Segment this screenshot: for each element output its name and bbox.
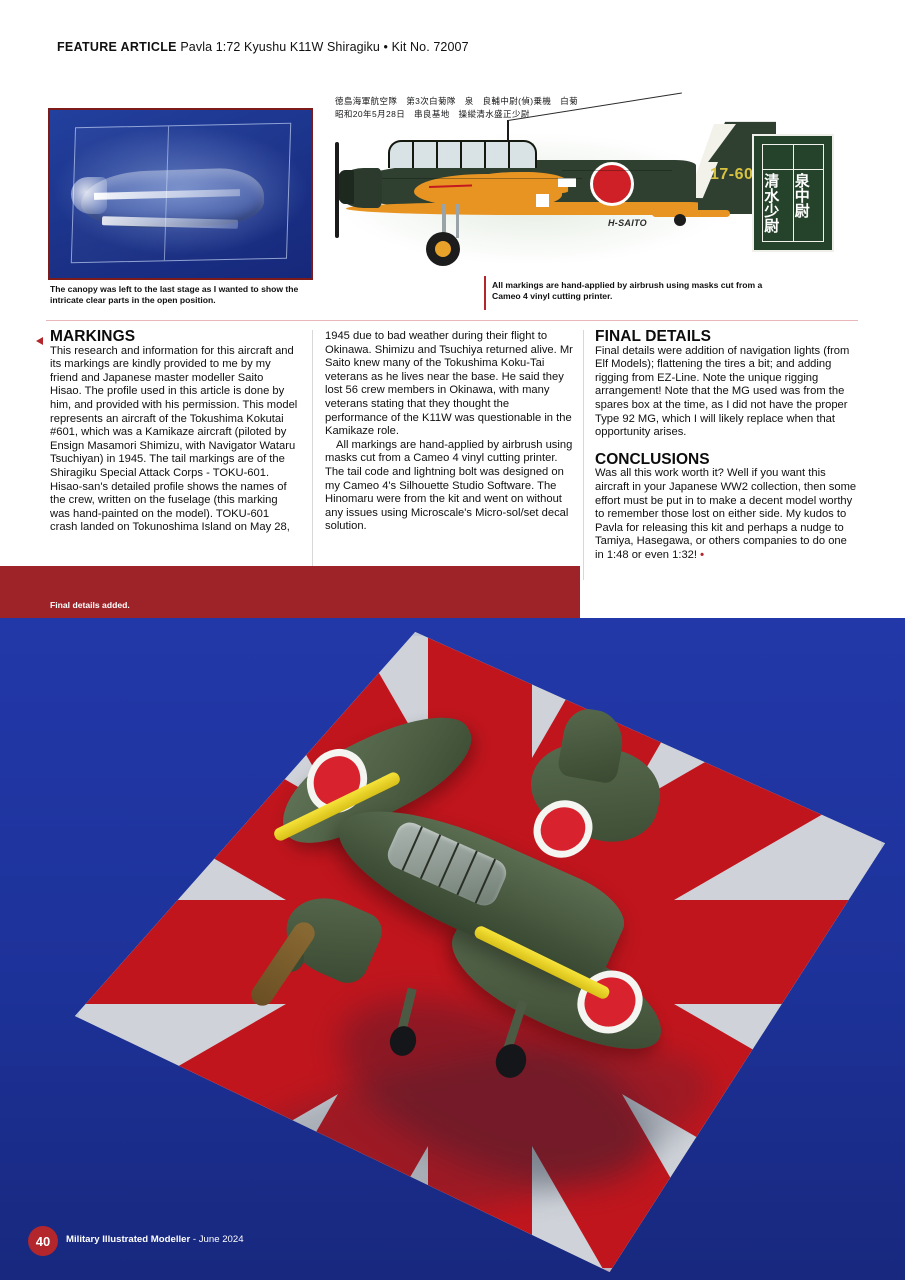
tail-panel-name-left: 清水少尉 [762,173,781,233]
profile-tail-wheel [674,214,686,226]
column2-paragraph-1: 1945 due to bad weather during their fli… [325,330,573,438]
final-details-paragraph: Final details were addition of navigatio… [595,344,850,439]
page-header: FEATURE ARTICLE Pavla 1:72 Kyushu K11W S… [57,40,469,54]
caption-banner: Final details added. [50,600,130,610]
section-heading-conclusions: CONCLUSIONS [595,450,710,468]
page-number-badge: 40 [28,1226,58,1256]
feature-article-subtitle: Pavla 1:72 Kyushu K11W Shiragiku • Kit N… [180,40,469,54]
page-footer [0,1222,905,1280]
column-divider-2 [583,330,584,580]
markings-paragraph: This research and information for this a… [50,344,298,534]
profile-panel-marking-2 [536,194,549,207]
aircraft-profile-illustration: 徳島海軍航空隊 第3次白菊隊 泉 良輔中尉(偵)乗機 白菊昭和20年5月28日 … [322,92,850,282]
profile-hinomaru [590,162,634,206]
tail-panel-header-left [763,145,793,170]
caption-markings: All markings are hand-applied by airbrus… [492,280,763,302]
red-banner [0,566,580,618]
model-vertical-fin [556,705,628,785]
profile-antenna-mast [507,120,509,142]
conclusions-text: Was all this work worth it? Well if you … [595,467,857,561]
tail-panel-grid: 清水少尉 泉中尉 [762,144,824,242]
feature-article-label: FEATURE ARTICLE [57,40,177,54]
profile-wing-trailing [471,171,569,195]
article-column-3: FINAL DETAILS Final details were additio… [595,328,857,563]
tail-code-text: 17-601 [710,166,763,183]
profile-gear-strut [456,204,459,238]
tail-panel-column-right: 泉中尉 [792,145,823,241]
profile-japanese-caption: 徳島海軍航空隊 第3次白菊隊 泉 良輔中尉(偵)乗機 白菊昭和20年5月28日 … [335,95,578,121]
profile-canopy-glazing [388,140,537,168]
profile-panel-marking-1 [558,178,576,187]
artist-signature: H-SAITO [608,218,647,228]
profile-panel-line [382,178,582,179]
tail-marking-panel: 清水少尉 泉中尉 [752,134,834,252]
section-heading-final-details: FINAL DETAILS [595,328,712,345]
profile-japanese-line1: 徳島海軍航空隊 第3次白菊隊 泉 良輔中尉(偵)乗機 白菊 [335,96,578,106]
canopy-photo [48,108,313,280]
profile-japanese-line2: 昭和20年5月28日 串良基地 操縱清水盛正少尉 [335,109,530,119]
tail-panel-header-right [793,145,823,170]
profile-main-gear-leg [442,204,446,240]
footer-magazine-line: Military Illustrated Modeller - June 202… [66,1234,244,1245]
end-mark: • [700,548,705,561]
footer-issue: - June 2024 [190,1234,244,1245]
tail-panel-column-left: 清水少尉 [762,145,794,241]
profile-engine-cowling [336,170,354,204]
profile-propeller [335,142,339,238]
tail-panel-name-right: 泉中尉 [792,173,811,218]
article-column-1: MARKINGS This research and information f… [50,329,298,535]
section-heading-markings: MARKINGS [50,329,298,344]
conclusions-paragraph: Was all this work worth it? Well if you … [595,467,857,562]
profile-panel-line [562,170,672,171]
profile-canvas: 17-601 H-SAITO [322,92,850,282]
article-column-2: 1945 due to bad weather during their fli… [325,330,573,534]
caption-canopy: The canopy was left to the last stage as… [50,284,299,306]
column-divider-1 [312,330,313,580]
column2-paragraph-2: All markings are hand-applied by airbrus… [325,438,573,533]
profile-main-wheel [426,232,460,266]
columns-top-rule [46,320,858,322]
k11w-model [210,688,750,1225]
footer-magazine-name: Military Illustrated Modeller [66,1234,191,1245]
main-model-photo [0,618,905,1280]
caption-markings-rule [484,276,486,310]
